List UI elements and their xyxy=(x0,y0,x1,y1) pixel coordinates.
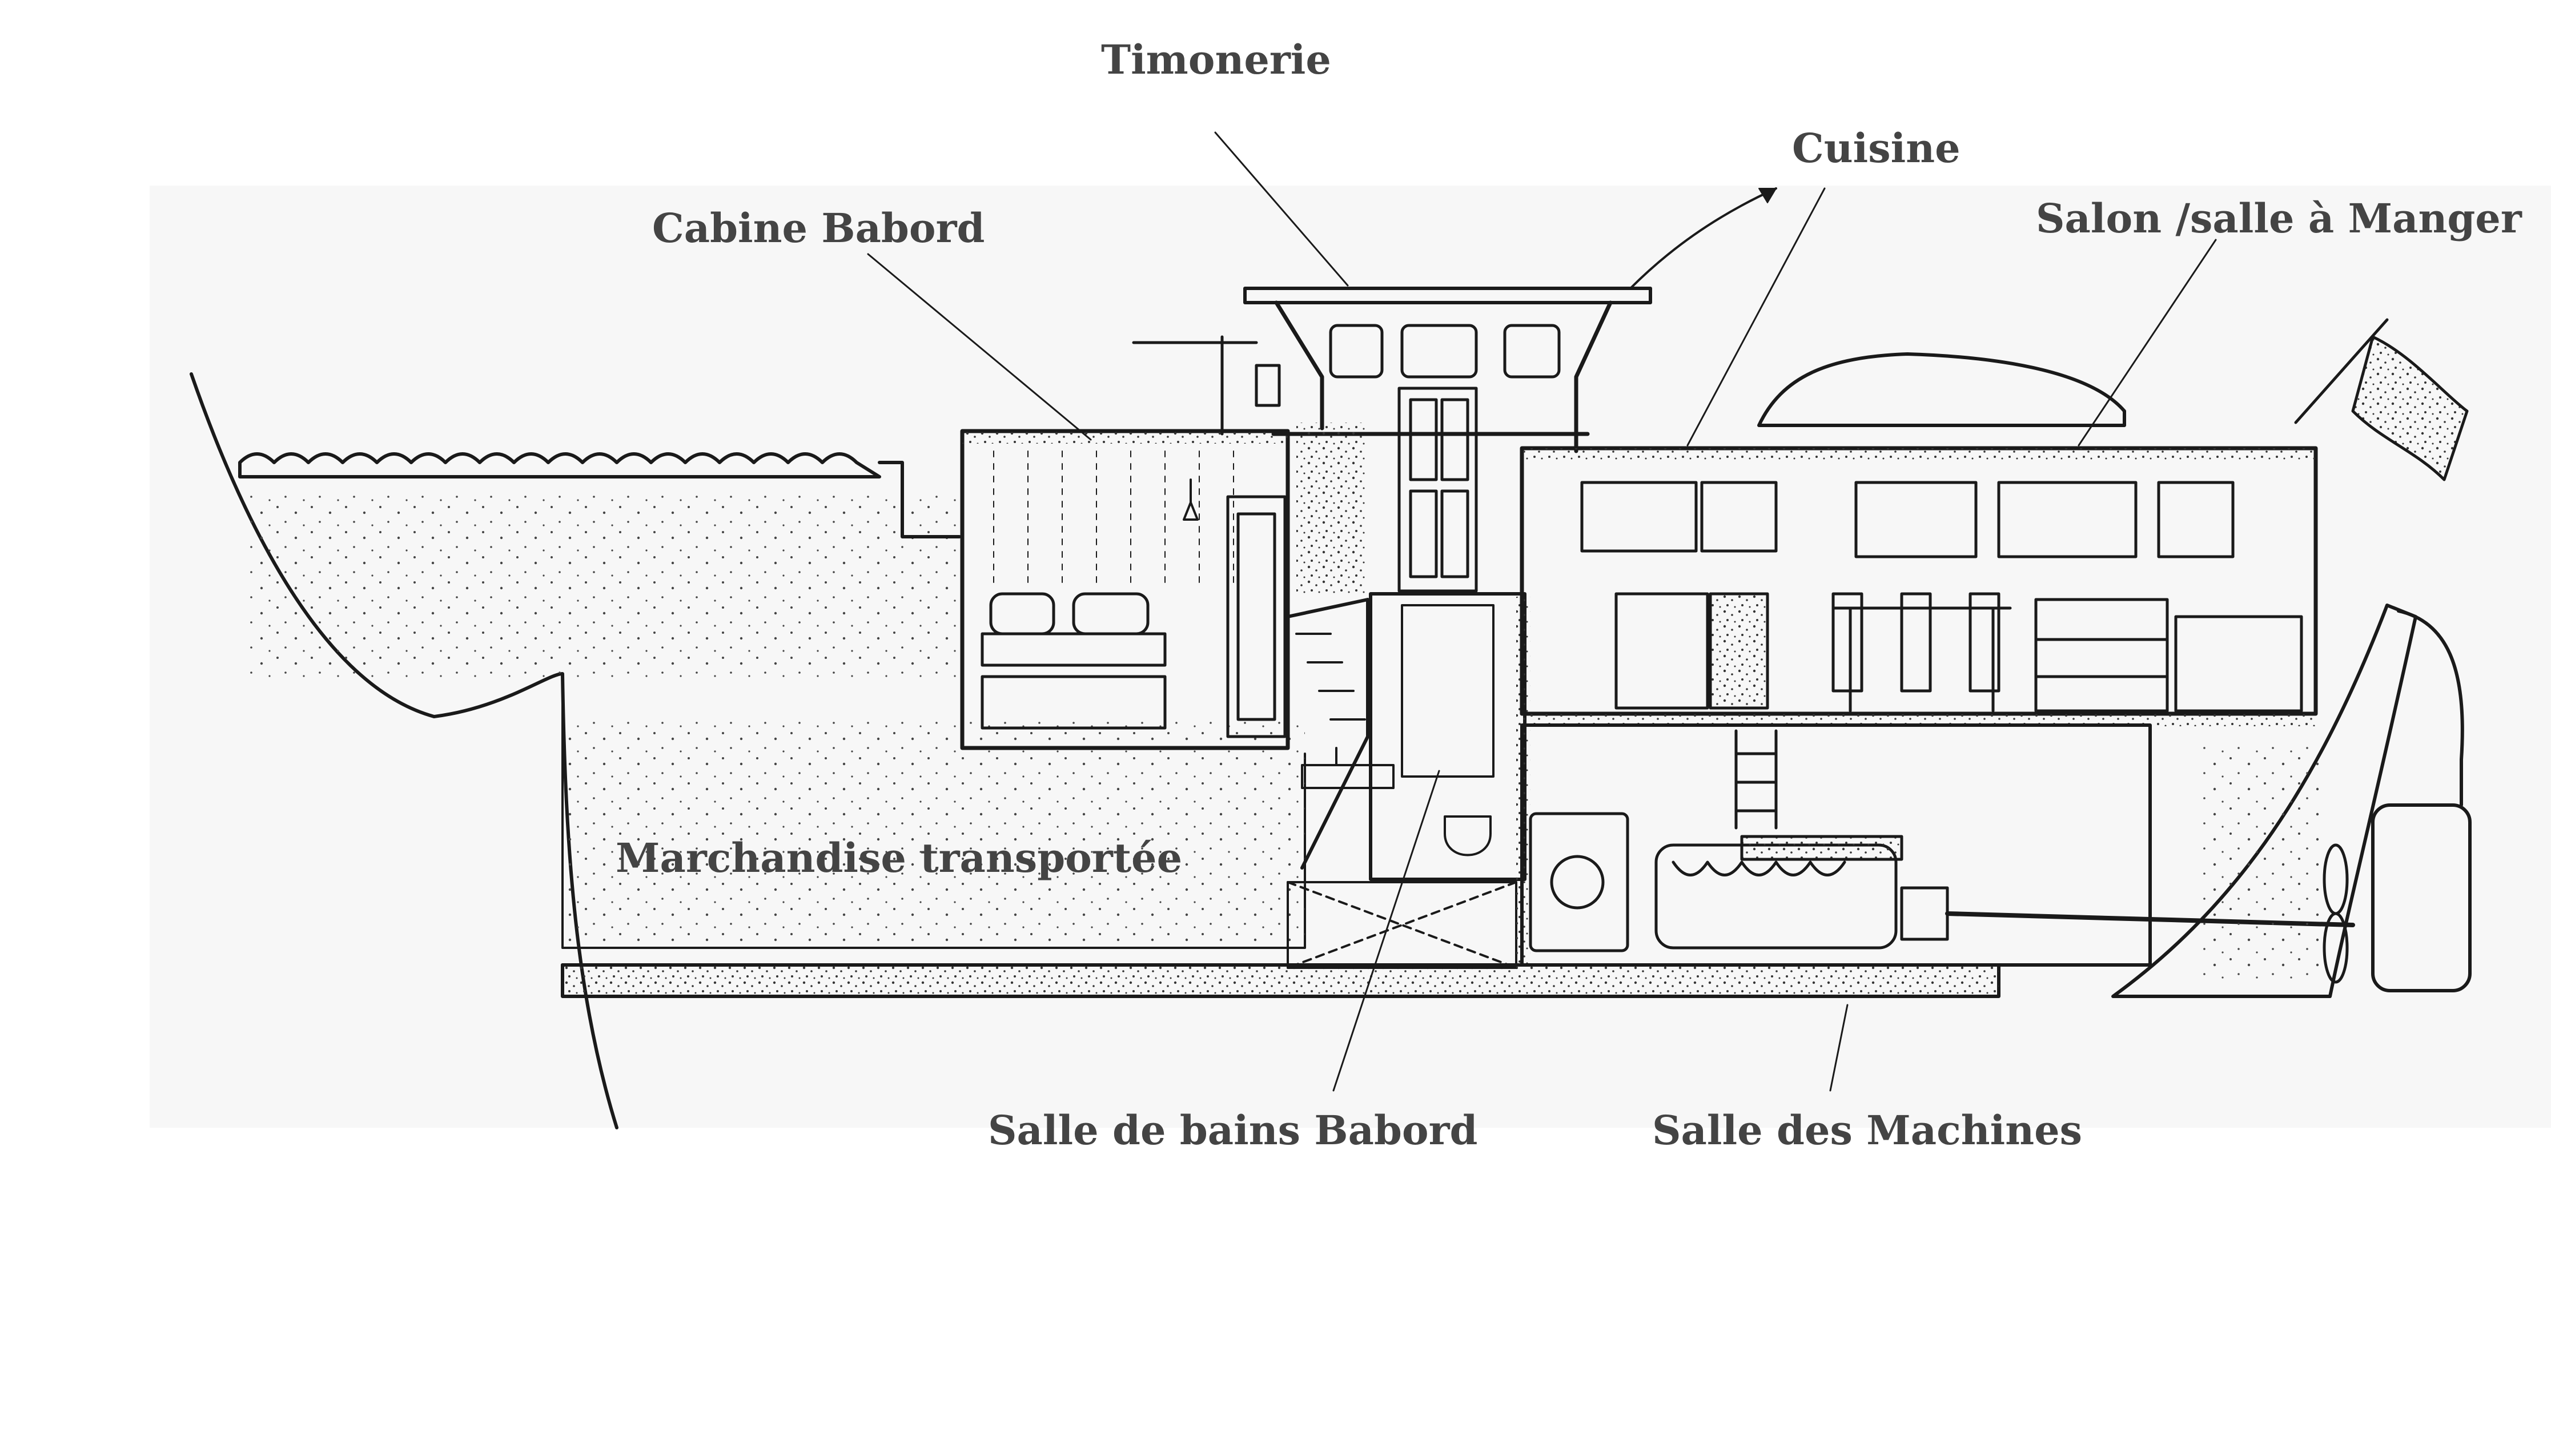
companion-stairs xyxy=(1286,598,1369,870)
cabin-wall-texture xyxy=(962,431,1288,444)
label-salle-de-bains-babord: Salle de bains Babord xyxy=(988,1107,1478,1154)
skylight-dome xyxy=(1757,352,2126,427)
kitchen-window xyxy=(1854,481,2235,558)
wheelhouse-windows xyxy=(1329,324,1561,379)
deckhouse-roof-texture xyxy=(1522,448,2316,461)
washbasin xyxy=(1301,747,1395,789)
antenna xyxy=(1629,187,1777,289)
keel-texture xyxy=(563,965,1999,996)
rudder-post xyxy=(2397,609,2464,807)
main-engine xyxy=(1654,835,1949,950)
rudder xyxy=(2371,803,2472,992)
wheelhouse-door xyxy=(1397,387,1478,593)
arrow-head xyxy=(1758,188,1777,203)
cargo-cover-texture xyxy=(246,491,959,679)
wheelhouse-texture xyxy=(1296,423,1365,594)
wall-lamp xyxy=(1183,478,1199,521)
bookshelf xyxy=(2034,598,2303,713)
deckhouse-floor-texture xyxy=(1522,714,2316,726)
hatch-cover xyxy=(238,452,881,478)
radar-mast xyxy=(1132,335,1281,436)
cabin-paneling xyxy=(993,451,1234,583)
generator xyxy=(1529,812,1629,952)
bathroom-panel xyxy=(1401,604,1495,778)
label-timonerie: Timonerie xyxy=(1101,36,1331,83)
label-cabine-babord: Cabine Babord xyxy=(652,204,985,252)
wheelhouse-roof xyxy=(1243,287,1652,304)
toilet xyxy=(1444,815,1492,856)
label-salon-salle-a-manger: Salon /salle à Manger xyxy=(2036,195,2522,242)
cabin-door xyxy=(1226,495,1287,738)
stair-treads xyxy=(1295,633,1366,721)
stern-texture xyxy=(2199,742,2324,982)
coaming xyxy=(878,461,961,538)
engine-room xyxy=(1520,723,2152,967)
label-cuisine: Cuisine xyxy=(1792,124,1961,172)
bunk-bed xyxy=(981,592,1167,730)
generator-wheel xyxy=(1550,855,1605,910)
engine-ladder xyxy=(1734,729,1778,830)
stern-flag xyxy=(2294,318,2469,481)
cargo-texture xyxy=(563,719,1305,948)
kitchen-cabinets xyxy=(1580,481,1778,710)
label-salle-des-machines: Salle des Machines xyxy=(1652,1107,2083,1154)
propeller xyxy=(2323,843,2349,984)
label-marchandise-transportee: Marchandise transportée xyxy=(616,834,1183,882)
dining-table-chairs xyxy=(1831,592,2012,713)
leader-lines xyxy=(867,131,2217,1092)
